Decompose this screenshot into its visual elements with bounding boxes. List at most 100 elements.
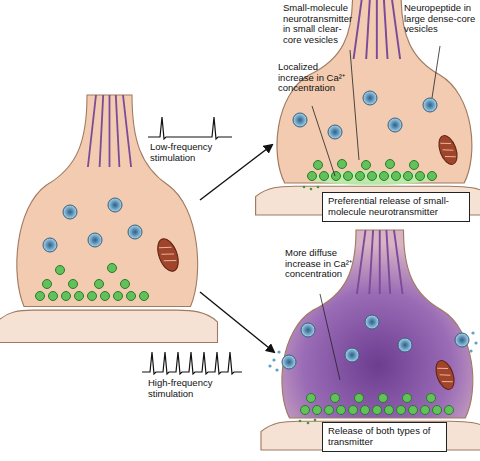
mitochondrion-body xyxy=(432,358,457,392)
dense-core-vesicle xyxy=(328,125,342,139)
dense-core-vesicle xyxy=(108,198,122,212)
released-neuropeptide xyxy=(471,331,474,334)
clear-core-vesicle xyxy=(69,280,78,289)
clear-core-vesicle xyxy=(421,406,430,415)
postsynaptic-cell xyxy=(0,310,218,342)
vesicle-label: Small-molecule neurotransmitter in small… xyxy=(283,3,353,46)
clear-core-vesicle xyxy=(121,280,130,289)
clear-core-vesicle xyxy=(392,172,401,181)
fusing-dense-core-vesicle xyxy=(455,333,469,347)
released-transmitter xyxy=(299,420,302,423)
axon-filaments xyxy=(357,230,403,294)
clear-core-vesicle xyxy=(355,394,364,403)
dense-core-vesicle xyxy=(301,323,315,337)
clear-core-vesicle xyxy=(43,280,52,289)
clear-core-vesicle xyxy=(337,406,346,415)
dense-core-vesicle xyxy=(43,238,57,252)
dense-core-vesicle xyxy=(88,233,102,247)
fusing-dense-core-vesicle xyxy=(282,355,296,369)
low-frequency-trace xyxy=(148,117,232,139)
clear-core-vesicle xyxy=(427,394,436,403)
axon-filaments xyxy=(354,0,401,59)
clear-core-vesicle xyxy=(428,172,437,181)
presynaptic-terminal xyxy=(277,0,472,183)
vesicle-label: Neuropeptide in large dense-core vesicle… xyxy=(404,3,478,35)
mitochondrion-cristae xyxy=(440,140,456,160)
postsynaptic-cell xyxy=(261,421,480,450)
clear-core-vesicle xyxy=(403,394,412,403)
clear-core-vesicle xyxy=(308,172,317,181)
clear-core-vesicle xyxy=(433,406,442,415)
stimulus-label: High-frequency stimulation xyxy=(148,378,238,399)
clear-core-vesicle xyxy=(101,292,110,301)
left-terminal xyxy=(0,95,218,343)
clear-core-vesicle xyxy=(445,406,454,415)
clear-core-vesicle xyxy=(36,292,45,301)
calcium-label: Localized increase in Ca²⁺ concentration xyxy=(278,62,346,94)
presynaptic-terminal xyxy=(282,230,473,418)
high-frequency-vesicles xyxy=(268,315,477,424)
result-box: Release of both types of transmitter xyxy=(322,422,447,452)
clear-core-vesicle xyxy=(416,172,425,181)
leader-line xyxy=(432,46,440,98)
clear-core-vesicle xyxy=(95,280,104,289)
clear-core-vesicle xyxy=(108,264,117,273)
clear-core-vesicle xyxy=(127,292,136,301)
clear-core-vesicle xyxy=(325,406,334,415)
clear-core-vesicle xyxy=(49,292,58,301)
clear-core-vesicle xyxy=(349,406,358,415)
calcium-label: More diffuse increase in Ca²⁺ concentrat… xyxy=(285,248,353,280)
dense-core-vesicle xyxy=(365,315,379,329)
clear-core-vesicle xyxy=(344,172,353,181)
leader-line xyxy=(350,50,359,160)
clear-core-vesicle xyxy=(301,406,310,415)
clear-core-vesicle xyxy=(409,406,418,415)
box-text: Preferential release of small-molecule n… xyxy=(328,196,464,218)
mitochondrion-cristae xyxy=(437,365,453,385)
mitochondrion-cristae xyxy=(159,244,176,265)
clear-core-vesicle xyxy=(386,160,395,169)
transition-arrow xyxy=(200,292,274,352)
clear-core-vesicle xyxy=(88,292,97,301)
clear-core-vesicle xyxy=(338,160,347,169)
clear-core-vesicle xyxy=(140,292,149,301)
mitochondrion-body xyxy=(154,236,183,274)
dense-core-vesicle xyxy=(128,225,142,239)
clear-core-vesicle xyxy=(379,394,388,403)
clear-core-vesicle xyxy=(356,172,365,181)
clear-core-vesicle xyxy=(332,172,341,181)
result-box: Preferential release of small-molecule n… xyxy=(322,192,470,222)
dense-core-vesicle xyxy=(345,348,359,362)
clear-core-vesicle xyxy=(331,394,340,403)
clear-core-vesicle xyxy=(314,161,323,170)
mitochondrion xyxy=(435,133,460,167)
released-transmitter xyxy=(303,186,306,189)
dense-core-vesicle xyxy=(398,338,412,352)
released-neuropeptide xyxy=(275,368,278,371)
clear-core-vesicle xyxy=(404,172,413,181)
clear-core-vesicle xyxy=(410,161,419,170)
released-neuropeptide xyxy=(268,364,271,367)
axon-filaments xyxy=(88,95,131,167)
clear-core-vesicle xyxy=(380,172,389,181)
high-frequency-trace xyxy=(142,352,242,374)
dense-core-vesicle xyxy=(363,91,377,105)
clear-core-vesicle xyxy=(62,292,71,301)
calcium-microdomain xyxy=(310,171,434,185)
leader-line xyxy=(312,106,335,176)
released-neuropeptide xyxy=(277,350,280,353)
clear-core-vesicle xyxy=(307,394,316,403)
dense-core-vesicle xyxy=(63,205,77,219)
clear-core-vesicle xyxy=(368,172,377,181)
released-transmitter xyxy=(317,186,320,189)
presynaptic-terminal xyxy=(17,95,198,307)
clear-core-vesicle xyxy=(75,292,84,301)
dense-core-vesicle xyxy=(423,98,437,112)
released-neuropeptide xyxy=(272,358,275,361)
box-text: Release of both types of transmitter xyxy=(328,426,441,448)
clear-core-vesicle xyxy=(320,172,329,181)
transition-arrow xyxy=(200,145,272,200)
left-vesicles xyxy=(36,198,149,301)
